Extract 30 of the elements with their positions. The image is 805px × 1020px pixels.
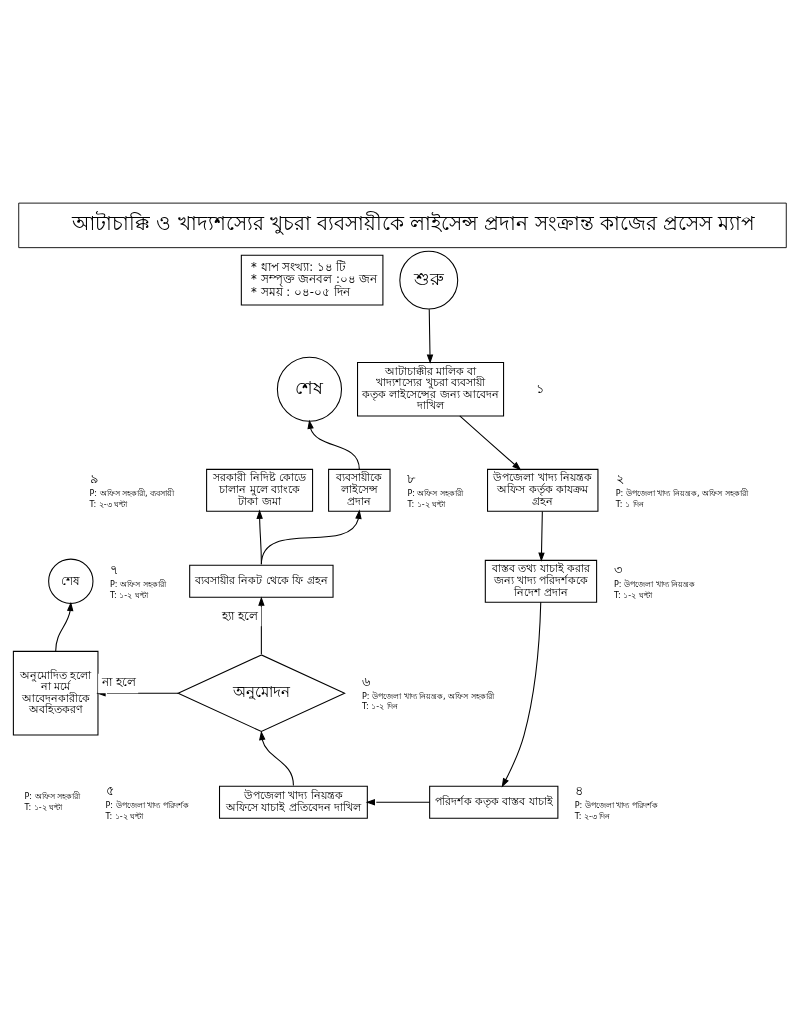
- node-label: P: উপজেলা খাদ্য পরিদর্শক: [574, 800, 658, 810]
- node-label: ২: [615, 470, 624, 486]
- diagram-title: আটাচাক্কি ও খাদ্যশস্যের খুচরা ব্যবসায়ীকে লাইসেন্স প্রদান সংক্রান্ত কাজের প্রসেস ম্যাপ: [72, 211, 756, 235]
- node-label: P: উপজেলা খাদ্য নিয়ন্ত্রক: [613, 579, 696, 589]
- node-label: T: ১ দিন: [615, 498, 644, 508]
- node-label: P: অফিস সহকারী: [109, 579, 166, 589]
- node-label: P: অফিস সহকারী: [407, 488, 464, 498]
- edge-label: হ্যা হলে: [222, 608, 258, 623]
- node-label: ৮: [407, 470, 416, 486]
- node-label: P: উপজেলা খাদ্য নিয়ন্ত্রক, অফিস সহকারী: [361, 691, 494, 701]
- node-label: ৪: [574, 782, 583, 798]
- node-label: T: ১-২ ঘন্টা: [105, 811, 144, 820]
- node-label: P: অফিস সহকারী: [24, 791, 81, 801]
- node-label: ১: [535, 380, 544, 396]
- node-label: ৫: [105, 782, 114, 798]
- node-label: T: ১-২ ঘন্টা: [109, 590, 148, 599]
- node-label: T: ১-২ ঘন্টা: [613, 590, 652, 599]
- edge-label: না হলে: [102, 674, 136, 689]
- node-label: T: ২-৩ ঘন্টা: [89, 498, 128, 508]
- node-label: T: ১-২ দিন: [361, 701, 398, 711]
- node-label: P: উপজেলা খাদ্য পরিদর্শক: [105, 800, 189, 810]
- node-label: T: ২-৩ দিন: [574, 811, 611, 820]
- node-label: T: ১-২ ঘন্টা: [24, 802, 63, 812]
- node-label: ৯: [89, 470, 98, 486]
- node-label: ৬: [361, 673, 370, 689]
- node-label: ৩: [613, 561, 622, 577]
- node-label: ৭: [109, 561, 118, 577]
- node-label: P: উপজেলা খাদ্য নিয়ন্ত্রক, অফিস সহকারী: [615, 488, 748, 498]
- node-label: T: ১-২ ঘন্টা: [407, 498, 446, 508]
- node-label: P: অফিস সহকারী, ব্যবসায়ী: [89, 488, 175, 498]
